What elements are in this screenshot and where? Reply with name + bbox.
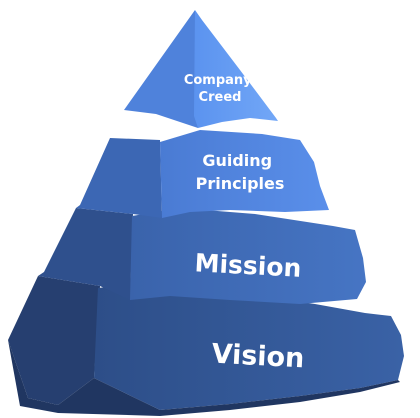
tier-mission-side (38, 208, 133, 300)
tier-vision-bottom (8, 340, 400, 416)
tier-mission-face (130, 208, 366, 304)
tier-vision: Vision (8, 276, 404, 416)
tier-vision-face (94, 282, 404, 410)
tier-guiding-principles-face (160, 130, 329, 218)
tier-vision-side (8, 276, 100, 405)
tier-company-creed: Company Creed (124, 10, 278, 128)
tier-guiding-principles-label: Guiding Principles (196, 151, 285, 193)
tier-company-creed-label: Company Creed (184, 73, 256, 105)
tier-vision-label: Vision (211, 339, 305, 375)
tier-mission: Mission (38, 208, 366, 304)
tier-mission-label: Mission (194, 248, 302, 283)
tier-company-creed-side (124, 10, 198, 128)
tier-guiding-principles-side (76, 138, 162, 218)
tier-company-creed-face (194, 10, 278, 128)
tier-guiding-principles: Guiding Principles (76, 130, 329, 218)
